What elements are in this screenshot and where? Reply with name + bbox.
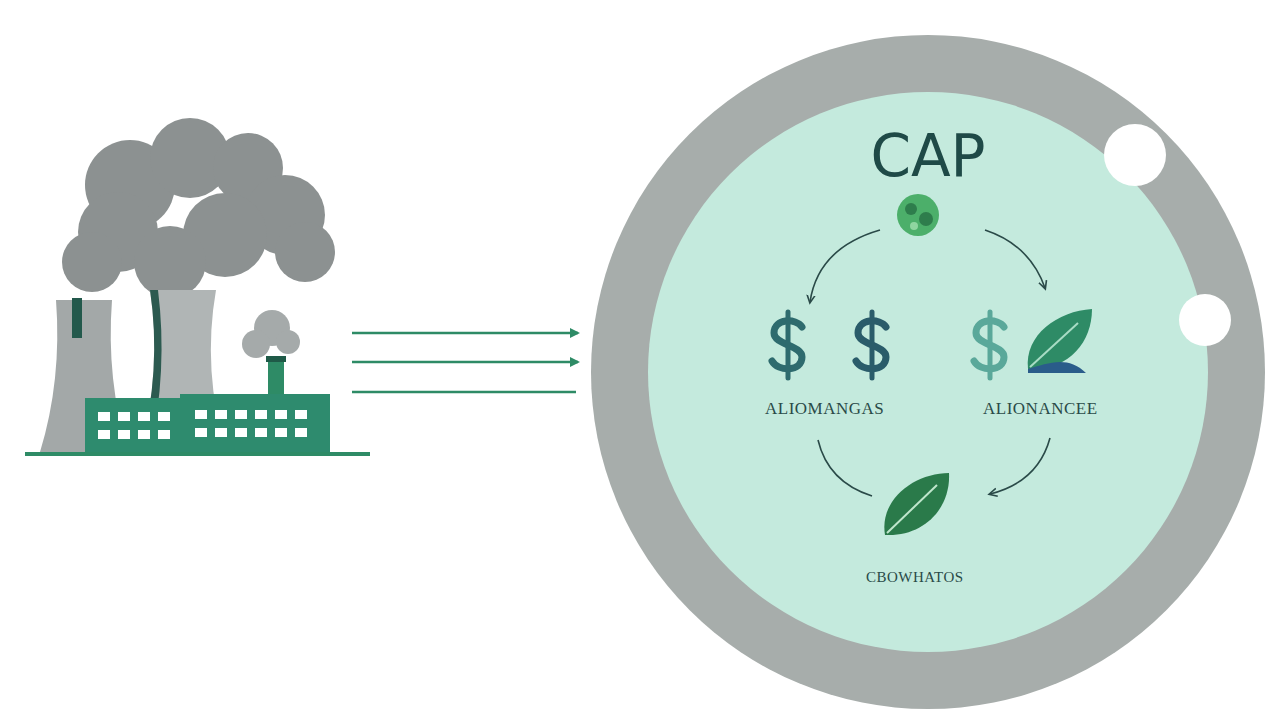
globe-body [897,194,939,236]
chimney [268,358,284,398]
factory-building [180,394,330,452]
window [118,412,130,421]
window [195,428,207,437]
window [215,428,227,437]
window [235,428,247,437]
window [295,410,307,419]
dollar-bar [988,312,993,378]
flow-arrow [352,361,578,364]
window [235,410,247,419]
window [295,428,307,437]
leaf-vein [887,485,937,533]
leaf-vein [1030,323,1078,367]
tower-pipe [72,298,82,338]
cycle-arrow [990,438,1050,494]
globe-spot [910,222,918,230]
window [98,412,110,421]
ring-dot [1104,124,1166,186]
window [275,428,287,437]
smoke-cloud [62,118,335,298]
globe-icon [897,194,939,236]
factory-windows [98,410,307,439]
cycle-arrow [985,230,1045,288]
flow-arrows [352,333,578,392]
window [195,410,207,419]
outer-ring [591,35,1265,709]
leaf-icon [1028,309,1092,373]
window [158,430,170,439]
dollar-curve [772,321,802,369]
window [158,412,170,421]
dollar-icon [974,312,1004,378]
window [215,410,227,419]
ring-dot [1179,294,1231,346]
leaf-icon [884,473,949,535]
flow-arrow [352,332,578,335]
flow-line [352,391,576,394]
window [98,430,110,439]
dollar-curve [856,321,886,369]
window [138,412,150,421]
small-smoke [242,310,300,358]
leaf-base [1028,362,1086,373]
chimney-rim [266,356,286,362]
globe-spot [919,212,933,226]
globe-spot [905,203,917,215]
ground-line [25,452,370,456]
dollar-icon [856,312,886,378]
window [255,428,267,437]
dollar-icon [772,312,802,378]
smoke-puff [276,330,300,354]
window [118,430,130,439]
node-title: CAP [590,122,1266,190]
window [275,410,287,419]
smoke-puff [275,222,335,282]
dollar-bar [870,312,875,378]
dollar-curve [974,321,1004,369]
smoke-puff [134,226,206,298]
cap-circle: CAP [590,34,1266,710]
leaf-shape [1028,309,1092,369]
dollar-bar [786,312,791,378]
cycle-arrow [810,230,880,302]
cycle-arrows [810,230,1050,496]
smoke-puff [62,232,122,292]
window [138,430,150,439]
window [255,410,267,419]
leaf-shape [884,473,949,535]
smoke-puff [242,330,270,358]
cycle-arrow [818,440,872,496]
factory-building [85,398,180,452]
